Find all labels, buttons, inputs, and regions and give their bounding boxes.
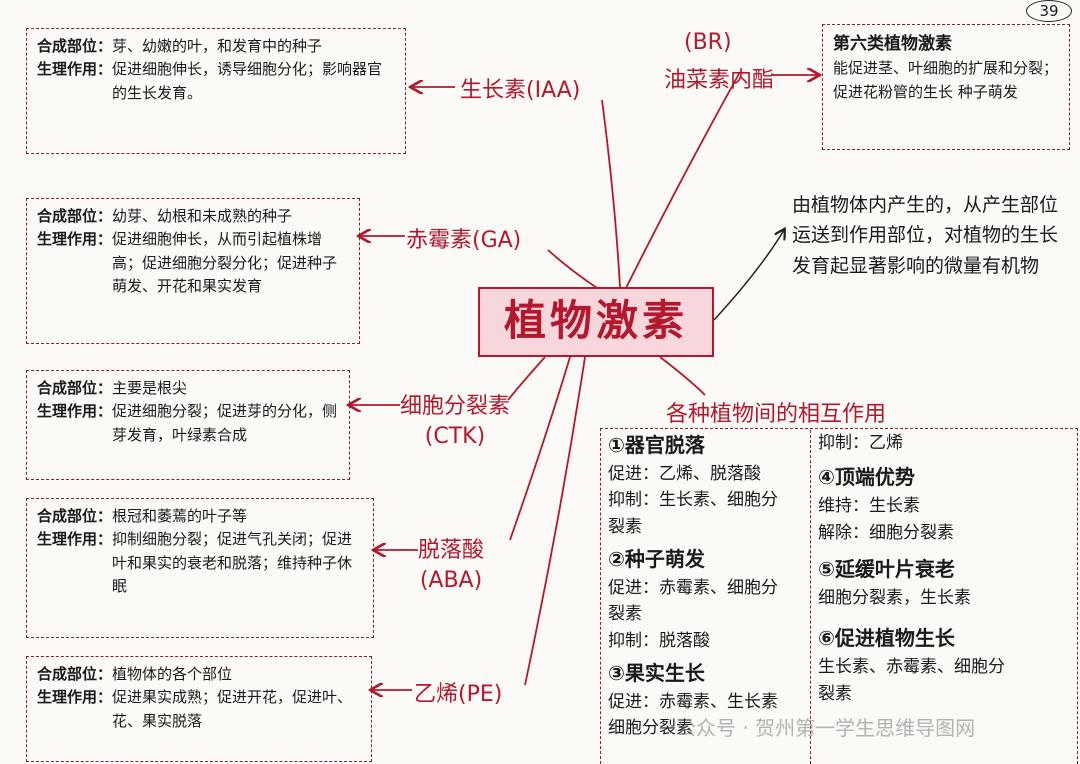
ctk-name-line1: 细胞分裂素: [400, 394, 511, 419]
pe-function-label: 生理作用：: [37, 688, 113, 707]
iaa-function: 促进细胞伸长，诱导细胞分化；影响器官的生长发育。: [112, 60, 383, 102]
aba-name: 脱落酸 (ABA): [418, 536, 484, 596]
aba-box: 合成部位：根冠和萎蔫的叶子等 生理作用：抑制细胞分裂；促进气孔关闭；促进叶和果实…: [26, 498, 374, 638]
pe-synthesis: 植物体的各个部位: [112, 665, 233, 683]
interaction-left-column: ①器官脱落 促进：乙烯、脱落酸 抑制：生长素、细胞分 裂素 ②种子萌发 促进：赤…: [608, 430, 804, 742]
ga-synthesis: 幼芽、幼根和未成熟的种子: [112, 207, 293, 225]
ga-function: 促进细胞伸长，从而引起植株增高；促进细胞分裂分化；促进种子萌发、开花和果实发育: [112, 230, 338, 295]
promote-growth-line2: 裂素: [818, 683, 852, 704]
organ-abscission-line2: 抑制：生长素、细胞分: [608, 490, 778, 511]
ga-name: 赤霉素(GA): [406, 228, 522, 253]
ctk-name-line2: (CTK): [424, 424, 486, 449]
organ-abscission-head: ①器官脱落: [608, 433, 705, 457]
iaa-synthesis-label: 合成部位：: [37, 37, 113, 55]
ctk-name: 细胞分裂素 (CTK): [400, 392, 510, 452]
ga-synthesis-label: 合成部位：: [37, 207, 113, 225]
organ-abscission-line3: 裂素: [608, 516, 642, 537]
ctk-box: 合成部位：主要是根尖 生理作用：促进细胞分裂；促进芽的分化，侧芽发育，叶绿素合成: [26, 370, 350, 480]
br-box-text: 能促进茎、叶细胞的扩展和分裂；促进花粉管的生长 种子萌发: [833, 59, 1059, 101]
aba-synthesis: 根冠和萎蔫的叶子等: [112, 507, 248, 525]
delay-senescence-head: ⑤延缓叶片衰老: [818, 557, 955, 582]
organ-abscission: ①器官脱落 促进：乙烯、脱落酸 抑制：生长素、细胞分 裂素: [608, 430, 804, 540]
ctk-function: 促进细胞分裂；促进芽的分化，侧芽发育，叶绿素合成: [112, 402, 338, 444]
promote-growth-head: ⑥促进植物生长: [818, 626, 955, 651]
fruit-growth-line2: 细胞分裂素: [608, 718, 693, 739]
line-center-ctk: [507, 356, 546, 401]
ctk-synthesis-label: 合成部位：: [37, 379, 113, 397]
seed-germination-head: ②种子萌发: [608, 547, 705, 572]
seed-germination-line1: 促进：赤霉素、细胞分: [608, 578, 778, 599]
pe-function: 促进果实成熟；促进开花，促进叶、花、果实脱落: [112, 688, 353, 730]
page-number: 39: [1026, 0, 1072, 22]
fruit-growth-head: ③果实生长: [608, 661, 705, 686]
seed-germination: ②种子萌发 促进：赤霉素、细胞分 裂素 抑制：脱落酸: [608, 544, 804, 654]
br-name: 油菜素内酯: [664, 68, 775, 93]
aba-function-label: 生理作用：: [37, 530, 113, 549]
ga-function-label: 生理作用：: [37, 230, 113, 249]
interaction-title: 各种植物间的相互作用: [666, 402, 887, 427]
line-center-pe: [524, 356, 586, 686]
line-center-ga: [547, 249, 601, 291]
ripening-inhibit-line1: 抑制：乙烯: [818, 433, 903, 453]
line-center-aba: [509, 356, 571, 541]
line-center-br: [624, 71, 741, 291]
delay-senescence-line1: 细胞分裂素，生长素: [818, 588, 971, 609]
center-title: 植物激素: [478, 287, 714, 357]
iaa-box: 合成部位：芽、幼嫩的叶，和发育中的种子 生理作用：促进细胞伸长，诱导细胞分化；影…: [26, 28, 406, 154]
br-abbr: (BR): [684, 30, 732, 55]
fruit-growth-line1: 促进：赤霉素、生长素: [608, 692, 778, 713]
iaa-function-label: 生理作用：: [37, 60, 113, 79]
ripening-inhibit: 抑制：乙烯: [818, 430, 1074, 456]
hormone-definition: 由植物体内产生的，从产生部位运送到作用部位，对植物的生长发育起显著影响的微量有机…: [792, 194, 1059, 277]
ga-box: 合成部位：幼芽、幼根和未成熟的种子 生理作用：促进细胞伸长，从而引起植株增高；促…: [26, 198, 360, 344]
apical-dominance-head: ④顶端优势: [818, 465, 915, 490]
iaa-synthesis: 芽、幼嫩的叶，和发育中的种子: [112, 37, 323, 55]
apical-dominance: ④顶端优势 维持：生长素 解除：细胞分裂素: [818, 462, 1074, 546]
aba-name-line2: (ABA): [419, 568, 483, 593]
promote-growth: ⑥促进植物生长 生长素、赤霉素、细胞分 裂素: [818, 623, 1074, 707]
line-center-interaction: [659, 356, 706, 396]
pe-synthesis-label: 合成部位：: [37, 665, 113, 683]
aba-synthesis-label: 合成部位：: [37, 507, 113, 525]
watermark: 公众号 · 贺州第一学生思维导图网: [676, 716, 976, 740]
aba-function: 抑制细胞分裂；促进气孔关闭；促进叶和果实的衰老和脱落；维持种子休眠: [112, 530, 353, 595]
interaction-panel: [600, 428, 1078, 764]
iaa-name: 生长素(IAA): [460, 78, 581, 103]
seed-germination-line3: 抑制：脱落酸: [608, 630, 710, 651]
line-center-iaa: [601, 99, 621, 288]
aba-name-line1: 脱落酸: [418, 538, 485, 563]
br-box-title: 第六类植物激素: [833, 34, 952, 54]
seed-germination-line2: 裂素: [608, 604, 642, 625]
arrow-definition: [713, 230, 784, 321]
apical-dominance-line2: 解除：细胞分裂素: [818, 522, 954, 543]
ctk-synthesis: 主要是根尖: [112, 379, 188, 397]
fruit-growth: ③果实生长 促进：赤霉素、生长素 细胞分裂素: [608, 658, 804, 742]
ctk-function-label: 生理作用：: [37, 402, 113, 421]
pe-name: 乙烯(PE): [414, 682, 503, 707]
promote-growth-line1: 生长素、赤霉素、细胞分: [818, 657, 1005, 678]
interaction-divider: [810, 430, 811, 764]
pe-box: 合成部位：植物体的各个部位 生理作用：促进果实成熟；促进开花，促进叶、花、果实脱…: [26, 656, 372, 762]
apical-dominance-line1: 维持：生长素: [818, 496, 920, 517]
interaction-right-column: 抑制：乙烯 ④顶端优势 维持：生长素 解除：细胞分裂素 ⑤延缓叶片衰老 细胞分裂…: [818, 430, 1074, 707]
delay-senescence: ⑤延缓叶片衰老 细胞分裂素，生长素: [818, 554, 1074, 611]
br-box: 第六类植物激素 能促进茎、叶细胞的扩展和分裂；促进花粉管的生长 种子萌发: [822, 24, 1070, 150]
organ-abscission-line1: 促进：乙烯、脱落酸: [608, 464, 761, 484]
